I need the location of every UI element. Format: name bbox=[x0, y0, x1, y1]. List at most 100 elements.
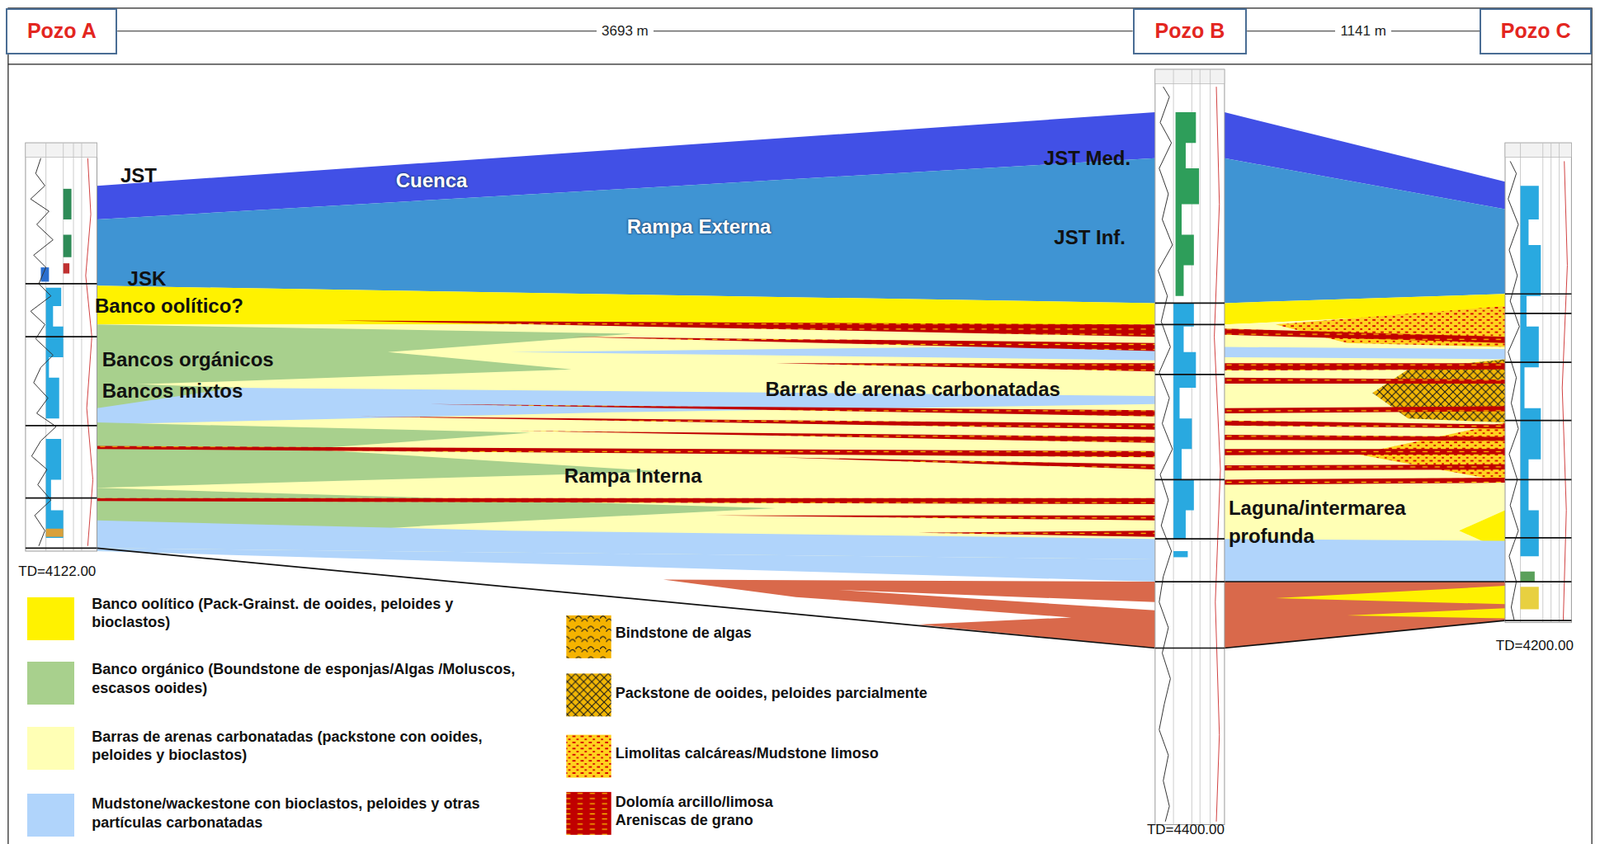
well-log-c bbox=[1508, 160, 1520, 621]
well-log-a bbox=[25, 142, 98, 552]
organic-bank-tongue bbox=[96, 324, 633, 386]
unit-top: JST Inf. bbox=[1053, 226, 1126, 250]
well-log-b bbox=[1155, 69, 1225, 84]
oolitic-bank-layer bbox=[96, 285, 1155, 325]
dolomite-stripes bbox=[775, 457, 1156, 470]
outer-ramp-layer bbox=[96, 158, 1155, 304]
well-name: Pozo C bbox=[1500, 18, 1572, 43]
facies-label: Rampa Externa bbox=[627, 215, 772, 239]
well-log-c bbox=[1505, 293, 1572, 621]
total-depth: TD=4122.00 bbox=[18, 563, 96, 581]
dolomite-stripes bbox=[918, 530, 1156, 537]
well-log-a bbox=[25, 283, 98, 548]
layers-b-c bbox=[1224, 434, 1506, 441]
legend-pattern-swatch bbox=[566, 735, 611, 779]
mudstone-layer bbox=[1224, 559, 1506, 582]
legend-text: Bindstone de algas bbox=[615, 623, 1029, 643]
well-log-b bbox=[1173, 551, 1188, 557]
legend-pattern-swatch bbox=[566, 615, 611, 659]
facies-label: Bancos mixtos bbox=[102, 379, 244, 403]
facies-label: Bancos orgánicos bbox=[102, 348, 274, 372]
dolomite-stripes bbox=[357, 416, 1156, 430]
frame bbox=[8, 63, 1592, 65]
outer-ramp-layer bbox=[1224, 158, 1506, 304]
well-log-a bbox=[46, 287, 64, 539]
well-log-c bbox=[1520, 571, 1535, 582]
oolitic-tongue bbox=[1346, 608, 1506, 619]
well-log-b bbox=[1155, 69, 1225, 825]
well-log-c bbox=[1505, 142, 1572, 157]
layers-b-c bbox=[1224, 405, 1506, 414]
total-depth: TD=4400.00 bbox=[1146, 821, 1225, 839]
legend-text: Banco oolítico (Pack-Grainst. de ooides,… bbox=[91, 594, 521, 633]
dolomite-stripes bbox=[96, 446, 1155, 458]
dolomite-stripes bbox=[571, 336, 1156, 351]
distance-label: 3693 m bbox=[596, 23, 654, 40]
legend-swatch bbox=[27, 793, 75, 837]
well-log-a bbox=[25, 142, 98, 552]
inner-ramp-layer bbox=[96, 324, 1155, 560]
facies-label: Barras de arenas carbonatadas bbox=[764, 377, 1061, 402]
legend-text: Packstone de ooides, peloides parcialmen… bbox=[615, 684, 1029, 704]
well-log-a bbox=[46, 142, 82, 552]
well-log-b bbox=[1155, 69, 1225, 825]
well-log-a bbox=[63, 235, 72, 258]
legend-swatch bbox=[27, 726, 75, 770]
pinch-out-tongue bbox=[836, 589, 1156, 611]
dolomite-stripes bbox=[509, 430, 1156, 444]
well-log-c bbox=[1505, 142, 1572, 623]
layers-b-c bbox=[1224, 112, 1506, 648]
legend-text: Barras de arenas carbonatadas (packstone… bbox=[91, 727, 521, 765]
legend-pattern-swatch bbox=[566, 615, 611, 836]
layers-b-c bbox=[1224, 363, 1506, 371]
dolomite-stripes bbox=[714, 515, 1156, 521]
well-log-a bbox=[25, 142, 98, 157]
layers-b-c bbox=[1224, 420, 1506, 430]
unit-top: JST bbox=[120, 164, 157, 188]
facies-label: Rampa Interna bbox=[564, 464, 703, 488]
well-log-c bbox=[1562, 160, 1567, 621]
layers-b-c bbox=[1224, 477, 1506, 486]
legend-text: Banco orgánico (Boundstone de esponjas/A… bbox=[91, 660, 521, 698]
well-name: Pozo B bbox=[1155, 18, 1226, 43]
dolomite-stripes bbox=[775, 363, 1156, 372]
well-log-c bbox=[1520, 142, 1560, 623]
well-log-b bbox=[1175, 112, 1199, 297]
legend-pattern-swatch bbox=[566, 673, 611, 717]
layers-b-c bbox=[1224, 580, 1506, 582]
well-log-a bbox=[46, 528, 64, 538]
layers-a-b bbox=[96, 112, 1155, 648]
well-log-c bbox=[1505, 142, 1572, 623]
well-log-a bbox=[30, 158, 57, 547]
total-depth: TD=4200.00 bbox=[1496, 637, 1574, 655]
well-log-c bbox=[1520, 586, 1539, 609]
unit-top: JST Med. bbox=[1043, 146, 1131, 170]
legend-text: Limolitas calcáreas/Mudstone limoso bbox=[615, 744, 1029, 764]
oolitic-tongue bbox=[1275, 585, 1506, 605]
well-box: Pozo C bbox=[1479, 8, 1592, 55]
dolomite-stripes bbox=[96, 498, 1155, 505]
facies-label: Cuenca bbox=[396, 169, 468, 193]
well-log-b bbox=[1173, 302, 1196, 539]
legend-pattern-swatch bbox=[566, 792, 611, 836]
legend-swatch bbox=[27, 661, 75, 705]
well-log-a bbox=[63, 188, 72, 220]
inner-ramp-layer bbox=[1224, 311, 1506, 560]
legend-swatch bbox=[27, 597, 75, 641]
facies-label: Laguna/intermarea profunda bbox=[1228, 494, 1452, 553]
facies-label: Banco oolítico? bbox=[94, 294, 244, 318]
legend-text: Mudstone/wackestone con bioclastos, pelo… bbox=[91, 794, 521, 832]
layers-b-c bbox=[1224, 328, 1506, 343]
mudstone-layer bbox=[96, 547, 1155, 582]
well-log-b bbox=[1214, 86, 1221, 822]
layers-b-c bbox=[1224, 620, 1506, 648]
well-log-c bbox=[1520, 185, 1542, 557]
frame bbox=[8, 8, 1592, 844]
well-box: Pozo B bbox=[1132, 8, 1248, 55]
distance-label: 1141 m bbox=[1335, 23, 1391, 40]
mudstone-tongue bbox=[1224, 347, 1506, 360]
layers-b-c bbox=[1224, 377, 1506, 384]
